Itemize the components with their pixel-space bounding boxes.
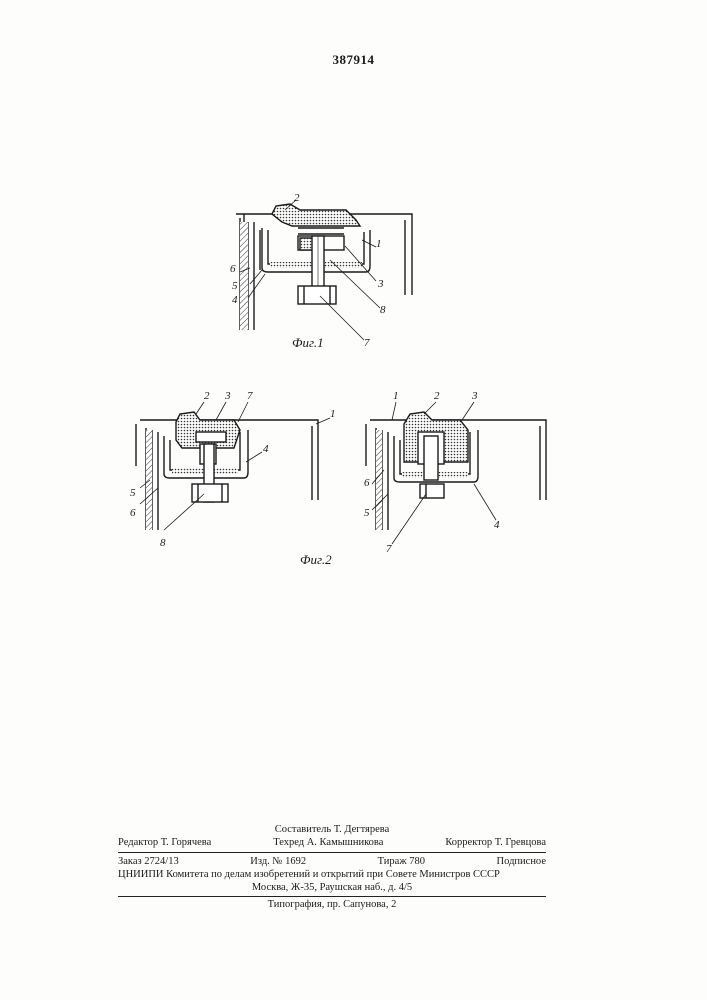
fig2l-label-8: 8	[160, 537, 166, 549]
fig2r-label-4: 4	[494, 519, 500, 531]
fig1-label-3: 3	[377, 278, 384, 290]
fig2l-label-1: 1	[330, 408, 336, 420]
fig2l-label-6: 6	[130, 507, 136, 519]
figure-2-right	[366, 402, 546, 544]
order-row: Заказ 2724/13 Изд. № 1692 Тираж 780 Подп…	[118, 855, 546, 868]
fig2r-label-6: 6	[364, 477, 370, 489]
subscription: Подписное	[497, 855, 546, 868]
figure-2-left	[136, 402, 330, 530]
figure-1	[236, 200, 412, 340]
fig1-label-5: 5	[232, 280, 238, 292]
fig1-caption: Фиг.1	[292, 335, 324, 350]
fig1-label-8: 8	[380, 304, 386, 316]
org-line-1: ЦНИИПИ Комитета по делам изобретений и о…	[118, 868, 546, 881]
order: Заказ 2724/13	[118, 855, 179, 868]
fig2-caption: Фиг.2	[300, 552, 332, 567]
fig2r-label-2: 2	[434, 390, 440, 402]
fig2l-label-3: 3	[224, 390, 231, 402]
fig1-label-2: 2	[294, 192, 300, 204]
compiler-line: Составитель Т. Дегтярева	[118, 823, 546, 836]
org-line-2: Москва, Ж-35, Раушская наб., д. 4/5	[118, 881, 546, 894]
print-info: Заказ 2724/13 Изд. № 1692 Тираж 780 Подп…	[118, 855, 546, 894]
fig1-label-4: 4	[232, 294, 238, 306]
editors-row: Редактор Т. Горячева Техред А. Камышнико…	[118, 836, 546, 849]
printer-info: Типография, пр. Сапунова, 2	[118, 898, 546, 911]
circulation: Тираж 780	[378, 855, 425, 868]
divider-top	[118, 852, 546, 853]
fig1-label-6: 6	[230, 263, 236, 275]
techred: Техред А. Камышникова	[273, 836, 383, 849]
fig1-label-7: 7	[364, 337, 370, 349]
fig2r-label-5: 5	[364, 507, 370, 519]
colophon: Составитель Т. Дегтярева Редактор Т. Гор…	[118, 823, 546, 849]
fig2r-label-3: 3	[471, 390, 478, 402]
fig1-label-1: 1	[376, 238, 382, 250]
editor: Редактор Т. Горячева	[118, 836, 211, 849]
edition: Изд. № 1692	[250, 855, 306, 868]
fig2l-label-7: 7	[247, 390, 253, 402]
fig2l-label-4: 4	[263, 443, 269, 455]
fig2r-label-1: 1	[393, 390, 399, 402]
fig2l-label-2: 2	[204, 390, 210, 402]
fig2r-label-7: 7	[386, 543, 392, 555]
printer-line: Типография, пр. Сапунова, 2	[118, 898, 546, 911]
fig2l-label-5: 5	[130, 487, 136, 499]
divider-bottom	[118, 896, 546, 897]
corrector: Корректор Т. Гревцова	[445, 836, 546, 849]
